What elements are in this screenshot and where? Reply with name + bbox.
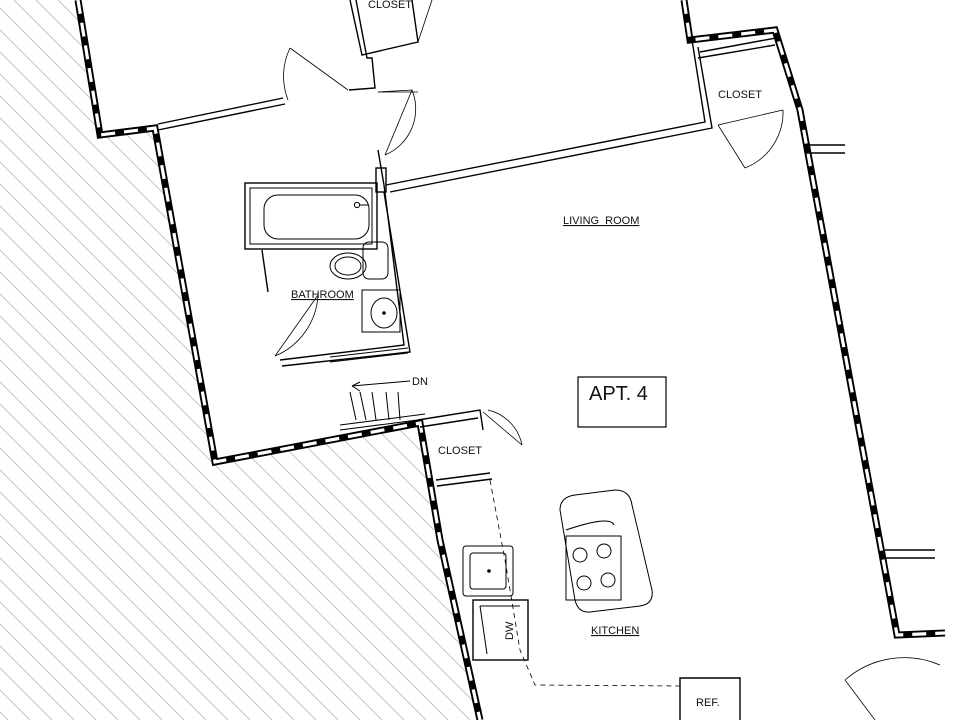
hatch-line bbox=[0, 0, 97, 720]
hatch-line bbox=[0, 0, 295, 720]
hatch-line bbox=[0, 0, 251, 720]
dishwasher-label: DW bbox=[504, 621, 516, 640]
hatch-line bbox=[0, 0, 75, 720]
hatch-line bbox=[475, 0, 485, 720]
doors bbox=[274, 0, 941, 720]
hatch-line bbox=[145, 0, 485, 720]
kitchen-island bbox=[559, 489, 653, 613]
hatch-line bbox=[57, 0, 485, 720]
hatch-line bbox=[0, 0, 207, 720]
bathroom-partition bbox=[261, 249, 269, 293]
bathroom-label: BATHROOM bbox=[291, 289, 354, 301]
hatch-line bbox=[542, 0, 960, 720]
hatch-line bbox=[0, 0, 485, 720]
hatch-line bbox=[0, 0, 485, 720]
bathroom-sink bbox=[361, 289, 401, 333]
hatch-line bbox=[0, 0, 31, 720]
hatch-line bbox=[740, 0, 960, 720]
hatch-line bbox=[0, 0, 485, 720]
kitchen-counter bbox=[489, 479, 681, 687]
hatch-line bbox=[0, 0, 185, 720]
hatch-line bbox=[630, 0, 960, 720]
hatch-line bbox=[211, 0, 485, 720]
hatch-line bbox=[0, 0, 485, 720]
hatch-line bbox=[387, 0, 485, 720]
hatch-line bbox=[0, 0, 485, 720]
room-labels: CLOSET CLOSET LIVING ROOM BATHROOM DN AP… bbox=[291, 0, 762, 709]
kitchen-label: KITCHEN bbox=[591, 625, 639, 637]
hatch-line bbox=[674, 0, 960, 720]
refrigerator-label: REF. bbox=[696, 697, 720, 709]
hatch-line bbox=[850, 0, 960, 720]
hatch-line bbox=[453, 0, 485, 720]
hatch-line bbox=[0, 0, 273, 720]
closet-right-label: CLOSET bbox=[718, 89, 762, 101]
apartment-label-box bbox=[577, 376, 667, 428]
hatch-line bbox=[0, 0, 163, 720]
hatch-line bbox=[718, 0, 960, 720]
stair-arrow bbox=[349, 380, 411, 421]
hatch-line bbox=[0, 0, 361, 720]
hatch-line bbox=[431, 0, 485, 720]
hatch-line bbox=[586, 0, 960, 720]
hatch-line bbox=[652, 0, 960, 720]
hatch-line bbox=[343, 0, 485, 720]
living-room-label: LIVING ROOM bbox=[563, 215, 639, 227]
hatch-line bbox=[0, 0, 119, 720]
hatch-line bbox=[0, 0, 141, 720]
hatch-line bbox=[35, 0, 485, 720]
hatch-line bbox=[0, 0, 405, 720]
hatch-line bbox=[916, 0, 960, 720]
cooktop-burners bbox=[572, 543, 616, 591]
exterior-stubs bbox=[805, 144, 935, 559]
hatch-line bbox=[938, 0, 960, 720]
hatch-line bbox=[0, 0, 471, 720]
closet-top-label: CLOSET bbox=[368, 0, 412, 11]
hatch-line bbox=[806, 0, 960, 720]
hatch-line bbox=[762, 0, 960, 720]
hatch-line bbox=[894, 0, 960, 720]
hatch-line bbox=[696, 0, 960, 720]
interior-walls bbox=[157, 0, 777, 720]
hatch-line bbox=[101, 0, 485, 720]
apartment-label: APT. 4 bbox=[589, 383, 648, 405]
hatch-line bbox=[564, 0, 960, 720]
hatch-line bbox=[299, 0, 485, 720]
hatch-line bbox=[0, 0, 317, 720]
hatch-line bbox=[277, 0, 485, 720]
kitchen-sink bbox=[462, 545, 514, 597]
hatch-line bbox=[0, 0, 383, 720]
closet-kitchen-label: CLOSET bbox=[438, 445, 482, 457]
hatch-line bbox=[321, 0, 485, 720]
hatch-line bbox=[0, 0, 9, 720]
hatch-line bbox=[0, 0, 449, 720]
hatch-line bbox=[784, 0, 960, 720]
bathtub bbox=[244, 182, 378, 250]
hatch-line bbox=[0, 0, 339, 720]
dishwasher bbox=[472, 599, 529, 661]
hatch-line bbox=[13, 0, 485, 720]
hatch-line bbox=[0, 0, 485, 720]
hatch-line bbox=[79, 0, 485, 720]
hatch-line bbox=[872, 0, 960, 720]
toilet bbox=[329, 241, 389, 280]
hatch-line bbox=[608, 0, 960, 720]
hatch-line bbox=[0, 0, 229, 720]
hatch-line bbox=[409, 0, 485, 720]
hatch-line bbox=[0, 0, 427, 720]
stair-direction-label: DN bbox=[412, 376, 428, 388]
hatch-line bbox=[0, 0, 485, 720]
exterior-walls bbox=[74, 0, 946, 720]
